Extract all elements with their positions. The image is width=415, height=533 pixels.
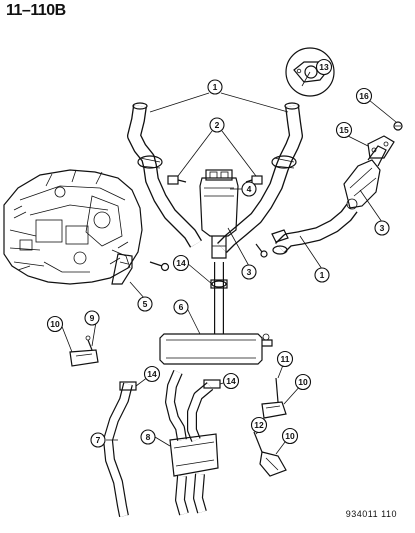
- svg-text:11: 11: [281, 354, 290, 364]
- flange-nut: [393, 121, 403, 131]
- page-number: 11–110B: [6, 2, 66, 19]
- tailpipe: [103, 381, 137, 517]
- svg-text:16: 16: [359, 91, 369, 101]
- svg-text:10: 10: [285, 431, 295, 441]
- callout-8: 8: [140, 429, 156, 445]
- callout-16: 16: [355, 87, 373, 105]
- callout-4: 4: [241, 181, 257, 197]
- svg-text:7: 7: [96, 435, 101, 445]
- hanger-detail-10-11: [261, 377, 287, 419]
- callout-7: 7: [90, 432, 106, 448]
- svg-text:3: 3: [380, 223, 385, 233]
- svg-text:3: 3: [247, 267, 252, 277]
- svg-text:2: 2: [215, 120, 220, 130]
- callout-11: 11: [276, 350, 294, 368]
- hanger-detail-10-12: [253, 431, 287, 477]
- callout-9: 9: [84, 310, 100, 326]
- callout-3-center: 3: [241, 264, 257, 280]
- exhaust-bracket: [111, 253, 133, 285]
- oxygen-sensor-left: [167, 175, 187, 185]
- svg-text:10: 10: [298, 377, 308, 387]
- svg-text:14: 14: [226, 376, 236, 386]
- svg-text:6: 6: [179, 302, 184, 312]
- svg-text:1: 1: [213, 82, 218, 92]
- callout-12: 12: [250, 416, 268, 434]
- figure-id: 934011 110: [345, 509, 397, 519]
- svg-text:1: 1: [320, 270, 325, 280]
- callout-13: 13: [315, 58, 333, 76]
- right-exhaust-pipe: [271, 203, 358, 255]
- svg-text:5: 5: [143, 299, 148, 309]
- svg-text:10: 10: [50, 319, 60, 329]
- catalytic-converter-center: [199, 169, 239, 259]
- callout-10-mid: 10: [294, 373, 312, 391]
- callout-6: 6: [173, 299, 189, 315]
- callout-14-top: 14: [172, 254, 190, 272]
- callout-15: 15: [335, 121, 353, 139]
- bracket-bolt: [149, 261, 170, 272]
- callout-1: 1: [207, 79, 223, 95]
- intermediate-pipe: [210, 262, 228, 334]
- exhaust-y-pipe-left: [127, 102, 203, 248]
- engine-block: [3, 169, 143, 285]
- svg-text:13: 13: [319, 62, 329, 72]
- svg-text:15: 15: [339, 125, 349, 135]
- resonator-muffler: [159, 333, 273, 365]
- rear-muffler: [165, 370, 221, 516]
- exhaust-y-pipe-right: [217, 102, 303, 253]
- pipe-bolt: [255, 243, 268, 258]
- callout-14-right: 14: [222, 372, 240, 390]
- callout-10-low: 10: [281, 427, 299, 445]
- callout-10-left: 10: [46, 315, 64, 333]
- oxygen-sensor-right: [245, 175, 263, 185]
- callout-3-right: 3: [374, 220, 390, 236]
- callout-2: 2: [209, 117, 225, 133]
- svg-text:4: 4: [247, 184, 252, 194]
- svg-text:14: 14: [147, 369, 157, 379]
- callout-5: 5: [137, 296, 153, 312]
- catalytic-converter-right: [343, 145, 387, 210]
- exhaust-flange-gasket: [367, 135, 395, 159]
- callout-1-right: 1: [314, 267, 330, 283]
- svg-text:9: 9: [90, 313, 95, 323]
- svg-text:8: 8: [146, 432, 151, 442]
- hanger-detail-9-10: [69, 335, 99, 367]
- svg-text:12: 12: [254, 420, 264, 430]
- svg-text:14: 14: [176, 258, 186, 268]
- callout-14-left: 14: [143, 365, 161, 383]
